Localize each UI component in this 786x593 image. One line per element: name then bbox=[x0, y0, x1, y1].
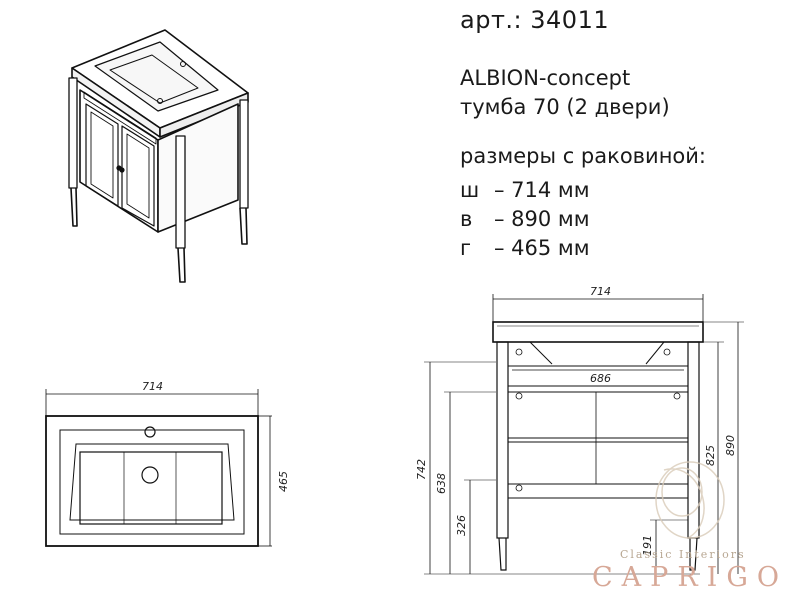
article-number: арт.: 34011 bbox=[460, 6, 610, 34]
top-width-label: 714 bbox=[142, 380, 163, 393]
top-view-outline bbox=[45, 415, 259, 547]
dimension-key: г bbox=[460, 236, 472, 260]
doors-note: (2 двери) bbox=[566, 95, 670, 119]
dimension-value: – 465 мм bbox=[494, 236, 590, 260]
height-742-label: 742 bbox=[415, 459, 428, 480]
height-825-label: 825 bbox=[704, 445, 717, 466]
series-name: ALBION-concept bbox=[460, 66, 631, 90]
dimension-width: ш – 714 мм bbox=[460, 178, 590, 202]
height-191-label: 191 bbox=[641, 535, 654, 556]
top-depth-label: 465 bbox=[277, 471, 290, 492]
brand-name: CAPRIGO bbox=[592, 562, 786, 593]
inner-width-label: 686 bbox=[590, 372, 611, 385]
front-width-label: 714 bbox=[590, 285, 611, 298]
dimension-key: ш bbox=[460, 178, 480, 202]
dimension-depth: г – 465 мм bbox=[460, 236, 590, 260]
model-name: тумба 70 bbox=[460, 95, 560, 119]
height-326-label: 326 bbox=[455, 515, 468, 536]
height-890-label: 890 bbox=[724, 435, 737, 456]
dimension-value: – 890 мм bbox=[494, 207, 590, 231]
front-countertop bbox=[492, 321, 704, 343]
dimensions-title: размеры с раковиной: bbox=[460, 144, 706, 168]
dimension-key: в bbox=[460, 207, 473, 231]
dimension-height: в – 890 мм bbox=[460, 207, 590, 231]
brand-tagline: Classic Interiors bbox=[620, 548, 746, 561]
height-638-label: 638 bbox=[435, 473, 448, 494]
model-title: тумба 70 (2 двери) bbox=[460, 95, 670, 119]
dimension-value: – 714 мм bbox=[494, 178, 590, 202]
